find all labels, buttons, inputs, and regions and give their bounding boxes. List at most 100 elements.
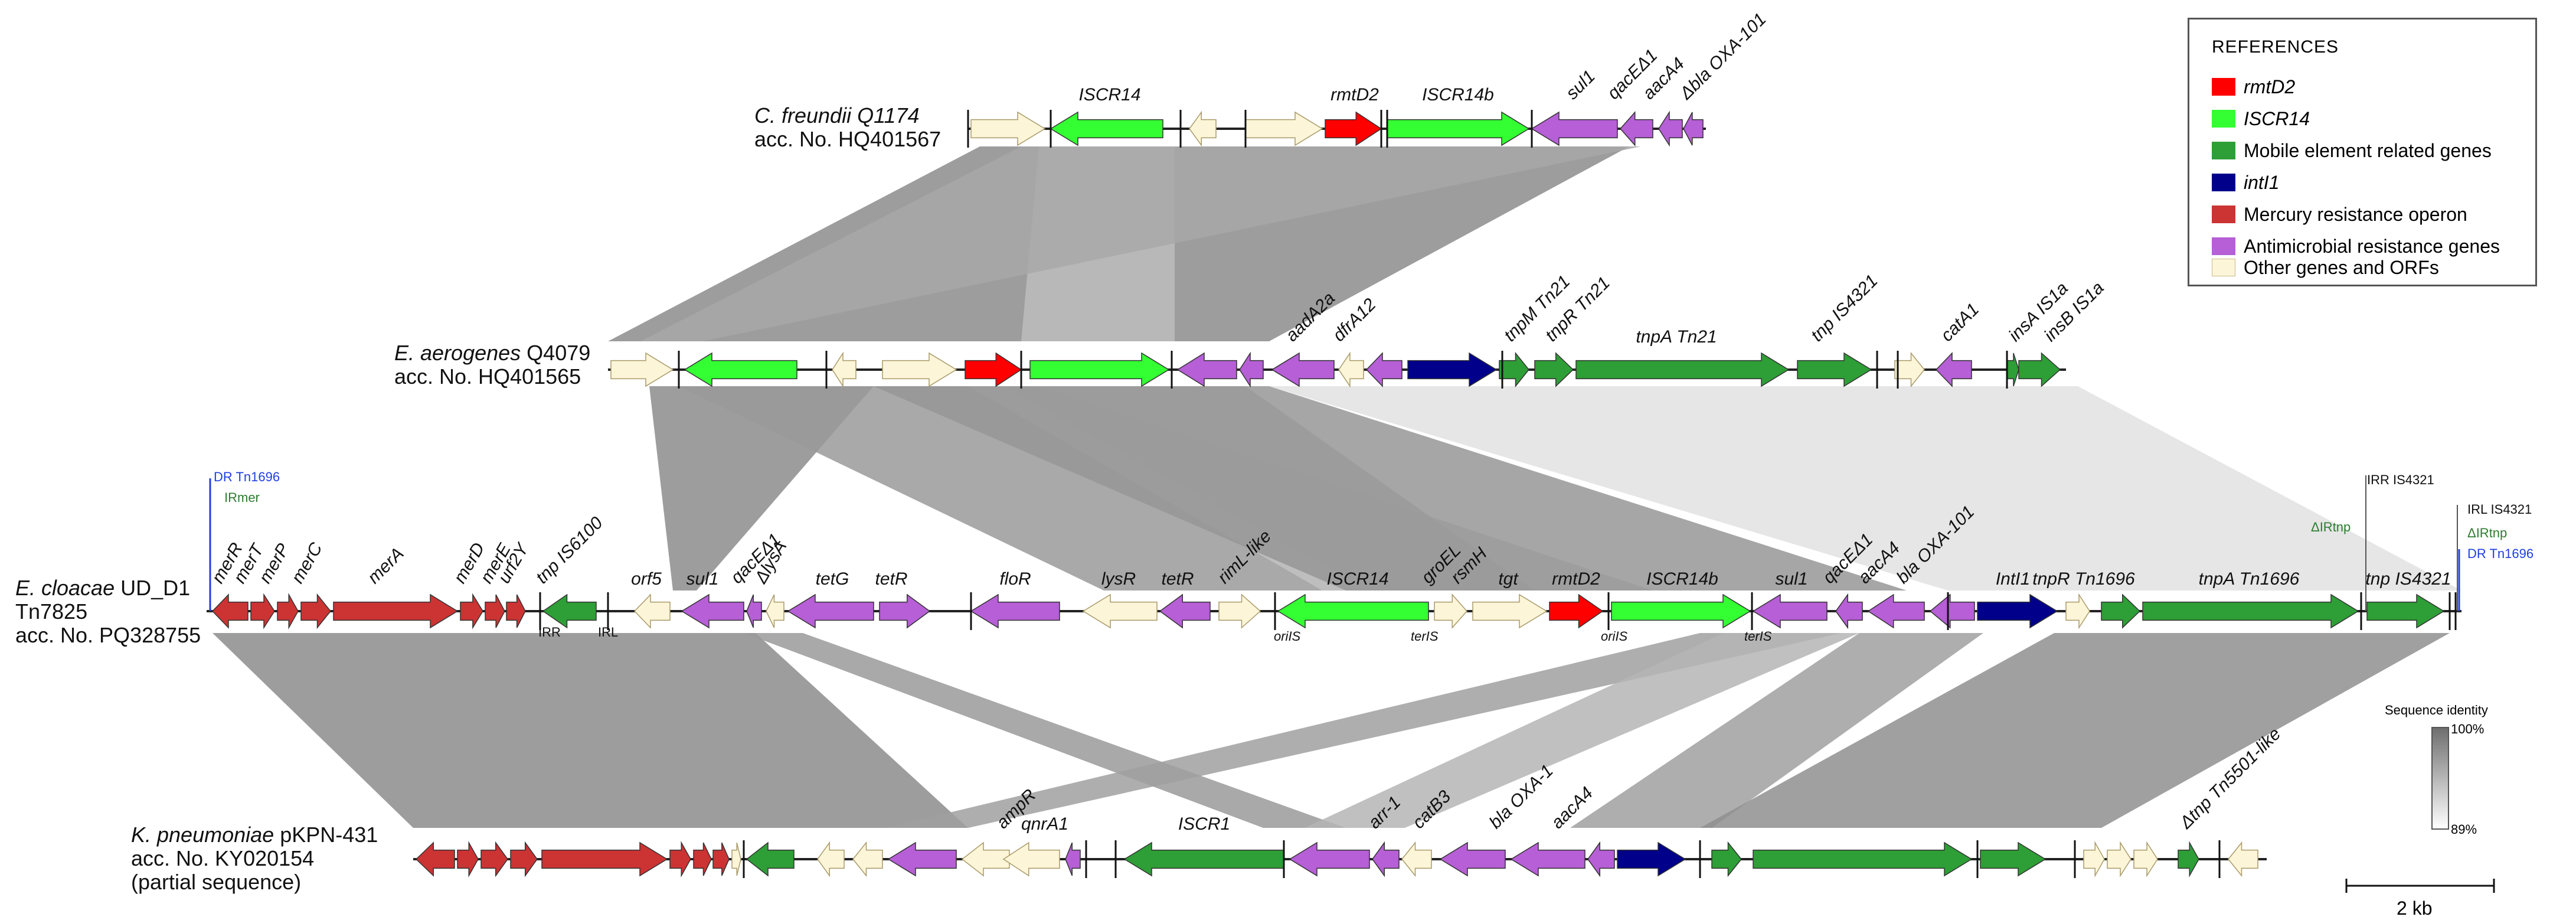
legend-label: Antimicrobial resistance genes: [2244, 235, 2500, 257]
gene-arrow: [542, 593, 597, 629]
gene-label: tnpR Tn1696: [2032, 569, 2135, 589]
identity-scale-title: Sequence identity: [2385, 703, 2488, 717]
gene-arrows: [211, 110, 2445, 877]
gene-arrow: [2065, 593, 2090, 629]
gene-arrow: [1531, 111, 1618, 146]
gene-arrow: [1029, 352, 1170, 387]
gene-label: ISCR14: [1078, 85, 1140, 105]
gene-arrow: [1549, 593, 1604, 629]
gene-arrow: [1752, 593, 1828, 629]
homology-band: [640, 146, 1641, 341]
gene-label: tnpA Tn21: [1636, 327, 1717, 347]
gene-label: sul1: [1562, 67, 1599, 103]
gene-arrow: [1271, 352, 1335, 387]
homology-band: [874, 386, 1907, 591]
gene-arrow: [1372, 841, 1400, 877]
gene-arrow: [1797, 352, 1872, 387]
gene-label: tetR: [875, 569, 907, 589]
gene-arrow: [2228, 841, 2258, 877]
legend-item-rmtd2: rmtD2: [2212, 74, 2295, 100]
gene-arrow: [712, 842, 730, 876]
identity-scale-min: 89%: [2451, 822, 2477, 837]
legend-item-mobile: Mobile element related genes: [2212, 138, 2492, 164]
gene-arrow: [731, 842, 741, 876]
gene-arrow: [1587, 841, 1615, 877]
organism-name: C. freundii: [754, 103, 852, 128]
gene-arrow: [961, 841, 1010, 877]
gene-label: tnp IS4321: [1807, 271, 1882, 345]
marker-label: IRR IS4321: [2367, 472, 2434, 487]
gene-arrow: [1510, 841, 1586, 877]
gene-arrow: [2133, 841, 2158, 877]
transposon-name: Tn7825: [15, 599, 88, 624]
gene-arrow: [415, 841, 455, 877]
gene-arrow: [1472, 593, 1548, 629]
gene-label: ISCR14b: [1646, 569, 1718, 589]
gene-arrow: [970, 593, 1060, 629]
marker-label: ΔIRtnp: [2467, 526, 2507, 540]
accession-number: acc. No. KY020154: [131, 846, 315, 870]
gene-arrow: [1082, 593, 1158, 629]
homology-band: [1700, 633, 2450, 828]
legend-item-amr: Antimicrobial resistance genes: [2212, 233, 2500, 259]
gene-arrow: [1189, 110, 1217, 147]
gene-arrow: [852, 841, 883, 877]
legend: REFERENCES rmtD2 ISCR14 Mobile element r…: [2188, 18, 2537, 286]
gene-arrow: [787, 593, 874, 629]
gene-arrow: [1176, 352, 1237, 387]
gene-arrow: [1245, 111, 1323, 146]
gene-arrow: [879, 593, 931, 629]
gene-arrow: [300, 593, 331, 629]
gene-arrow: [2006, 353, 2019, 387]
gene-arrow: [2083, 841, 2105, 877]
legend-item-mercury: Mercury resistance operon: [2212, 201, 2467, 227]
marker-label: oriIS: [1274, 629, 1301, 644]
homology-bands: [213, 146, 2461, 828]
gene-arrow: [746, 594, 762, 628]
gene-arrow: [1617, 841, 1686, 877]
gene-arrow: [1387, 111, 1530, 146]
gene-arrow: [485, 594, 505, 628]
gene-arrow: [1980, 841, 2047, 877]
gene-label: Δbla OXA-101: [1676, 9, 1770, 104]
gene-arrow: [1619, 111, 1653, 146]
legend-label: rmtD2: [2244, 76, 2296, 97]
gene-arrow: [887, 841, 957, 877]
marker-label: ΔIRtnp: [2311, 520, 2351, 534]
gene-label: merA: [364, 544, 408, 588]
gene-arrow: [1065, 842, 1081, 876]
legend-swatch: [2212, 78, 2235, 96]
gene-label: merC: [287, 539, 326, 586]
homology-band: [744, 633, 1346, 828]
gene-label: tetR: [1161, 569, 1194, 589]
gene-arrow: [510, 841, 538, 877]
gene-arrow: [460, 593, 483, 629]
gene-arrow: [1929, 593, 1975, 629]
gene-label: tgt: [1498, 569, 1519, 589]
marker-label: terIS: [1744, 629, 1772, 644]
legend-swatch: [2212, 142, 2235, 159]
gene-arrow: [693, 842, 712, 876]
gene-arrow: [1123, 841, 1284, 877]
gene-arrow: [1711, 841, 1742, 877]
legend-label: Mobile element related genes: [2244, 139, 2492, 161]
marker-label: terIS: [1411, 629, 1439, 644]
organism-name: K. pneumoniae: [131, 823, 274, 847]
identity-scale-max: 100%: [2451, 722, 2485, 736]
gene-label: orf5: [631, 569, 662, 589]
gene-arrow: [1002, 841, 1060, 877]
gene-arrow: [333, 593, 459, 629]
gene-arrow: [2142, 593, 2359, 629]
marker-label: IRR: [538, 625, 561, 640]
legend-swatch: [2212, 259, 2235, 276]
gene-arrow: [1239, 351, 1264, 388]
gene-arrow: [1835, 593, 1863, 629]
gene-arrow: [1218, 593, 1261, 629]
gene-label: sul1: [686, 569, 718, 589]
gene-arrow: [1289, 841, 1370, 877]
gene-arrow: [1611, 593, 1751, 629]
gene-label: floR: [999, 569, 1031, 589]
gene-arrow: [506, 594, 526, 628]
